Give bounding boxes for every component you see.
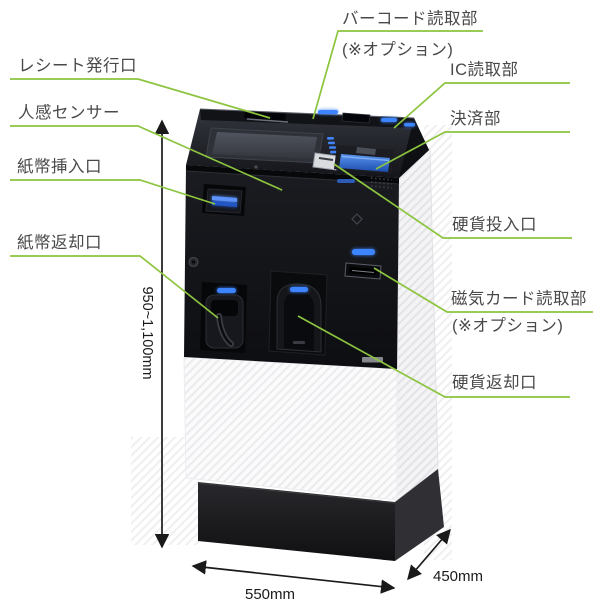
callout-note-barcode-option: (※オプション) xyxy=(342,40,453,59)
brand-logo xyxy=(362,357,383,363)
callout-label-receipt-slot: レシート発行口 xyxy=(18,56,137,75)
kiosk-lower-body xyxy=(183,356,398,501)
callout-label-bill-insert-slot: 紙幣挿入口 xyxy=(17,157,102,176)
height-dimension-label: 950~1,100mm xyxy=(139,286,155,379)
leader-coin-insert-slot xyxy=(333,163,572,239)
callout-label-motion-sensor: 人感センサー xyxy=(18,103,120,122)
leader-coin-return-slot xyxy=(297,315,570,398)
status-led-column xyxy=(327,137,337,154)
ic-reader-led-icon xyxy=(381,118,397,122)
keyhole-center xyxy=(191,260,196,264)
mag-card-slot-line xyxy=(351,270,375,273)
leader-payment-unit xyxy=(375,131,570,170)
coin-return-marking xyxy=(293,341,305,344)
receipt-slot-lip xyxy=(246,118,289,123)
coin-return-led xyxy=(290,287,308,292)
leader-mag-card-reader xyxy=(373,267,593,313)
dimension-arrows xyxy=(154,119,451,594)
kiosk-side-panel xyxy=(395,147,439,503)
bill-return-opening xyxy=(211,300,238,316)
led-strip-icon xyxy=(318,110,338,114)
barcode-reader-window xyxy=(341,112,371,124)
depth-dimension-label: 450mm xyxy=(433,568,483,585)
callout-leaders xyxy=(10,30,593,398)
screen-button-icon xyxy=(254,165,258,169)
leader-receipt-slot xyxy=(10,78,271,119)
bill-return-led xyxy=(217,288,236,293)
callout-label-coin-insert-slot: 硬貨投入口 xyxy=(452,215,537,234)
leader-motion-sensor xyxy=(10,125,283,191)
coin-slot-opening xyxy=(318,157,334,161)
leader-bill-insert-slot xyxy=(10,179,216,205)
ridge-led-accents xyxy=(318,110,415,127)
bill-insert-led xyxy=(212,196,237,207)
touchscreen xyxy=(212,132,317,159)
mag-card-led xyxy=(352,249,375,255)
callout-label-mag-card-reader: 磁気カード読取部 xyxy=(451,289,587,308)
dimension-labels: 950~1,100mm 550mm 450mm xyxy=(139,286,483,600)
led-strip-icon xyxy=(404,123,415,127)
bill-return-chute-inner xyxy=(217,314,233,346)
callout-label-coin-return-slot: 硬貨返却口 xyxy=(452,373,537,392)
payment-terminal-screen xyxy=(356,147,376,155)
callout-note-mag-card-option: (※オプション) xyxy=(452,316,563,335)
width-dimension-label: 550mm xyxy=(245,586,295,600)
coin-return-opening xyxy=(284,291,314,351)
kiosk xyxy=(183,108,444,561)
pedestal-top-edge xyxy=(197,482,396,504)
callout-label-barcode-reader: バーコード読取部 xyxy=(342,9,478,28)
terminal-pad-highlight xyxy=(341,155,390,162)
leader-barcode-reader xyxy=(312,30,483,120)
kiosk-pedestal xyxy=(198,482,395,561)
callout-labels: バーコード読取部 (※オプション) レシート発行口 IC読取部 人感センサー 決… xyxy=(17,9,587,392)
speaker-grille-icon xyxy=(370,177,393,189)
width-dimension-arrow xyxy=(191,560,396,594)
callout-label-bill-return-slot: 紙幣返却口 xyxy=(17,233,102,252)
diamond-emboss-icon xyxy=(351,213,363,225)
leader-bill-return-slot xyxy=(10,255,219,319)
depth-dimension-arrow xyxy=(407,528,451,581)
top-ridge-highlight xyxy=(199,108,415,119)
callout-label-payment-unit: 決済部 xyxy=(450,109,501,128)
leader-ic-reader xyxy=(393,82,570,129)
terminal-card-slot xyxy=(337,179,355,183)
callout-label-ic-reader: IC読取部 xyxy=(450,60,519,79)
front-panel-seam-line xyxy=(185,170,400,185)
bill-insert-slot xyxy=(205,188,243,214)
